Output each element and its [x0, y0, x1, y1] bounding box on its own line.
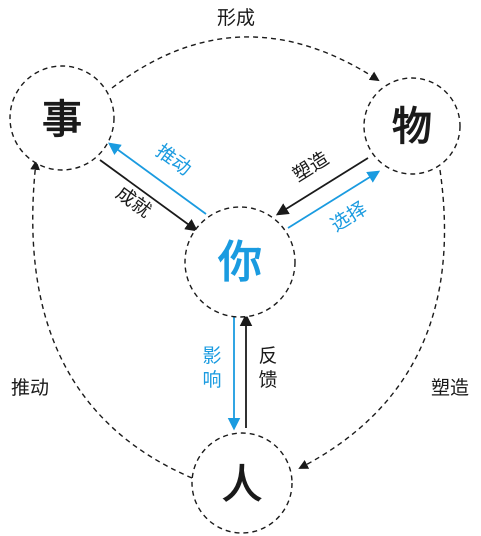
- outer-label-right: 塑造: [431, 377, 469, 399]
- label-ni-to-wu: 选择: [327, 198, 371, 237]
- node-ni-label: 你: [217, 237, 262, 288]
- node-shi: 事: [9, 65, 115, 171]
- arrow-shi-to-ni: [99, 159, 199, 232]
- arrow-ni-to-shi: [107, 142, 207, 215]
- label-shi-to-ni: 成就: [112, 182, 156, 222]
- label-ni-to-shi: 推动: [152, 140, 196, 180]
- outer-label-left: 推动: [11, 377, 49, 399]
- arrow-ni-to-wu: [287, 170, 381, 229]
- arc-shi-to-wu: [111, 36, 380, 89]
- node-ni: 你: [184, 206, 296, 318]
- label-wu-to-ni: 塑造: [289, 148, 333, 187]
- label-ren-to-ni: 反 馈: [258, 345, 277, 391]
- node-wu: 物: [363, 77, 461, 175]
- node-wu-label: 物: [392, 104, 432, 150]
- node-ren-label: 人: [222, 462, 262, 508]
- label-ni-to-ren: 影 响: [202, 345, 221, 391]
- label-ren-to-ni-char-2: 馈: [258, 369, 277, 391]
- arc-wu-to-ren: [298, 169, 446, 469]
- arrow-wu-to-ni: [275, 157, 369, 216]
- label-ni-to-ren-char-2: 响: [202, 369, 221, 391]
- outer-label-top: 形成: [217, 7, 255, 29]
- label-ren-to-ni-char-1: 反: [258, 345, 277, 367]
- node-shi-label: 事: [42, 97, 82, 143]
- node-ren: 人: [191, 432, 293, 534]
- label-ni-to-ren-char-1: 影: [202, 345, 221, 367]
